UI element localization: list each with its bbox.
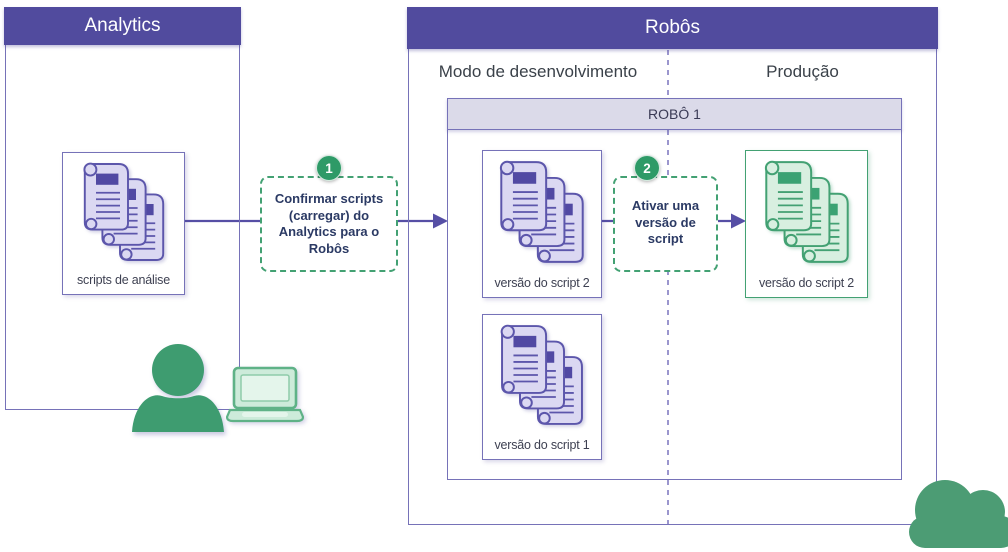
person-icon	[132, 344, 224, 432]
robos-title: Robôs	[645, 17, 700, 39]
robo1-container: ROBÔ 1	[446, 97, 903, 480]
production-column-label: Produção	[766, 62, 839, 81]
scripts-stack-icon	[83, 163, 163, 260]
robos-panel: Robôs	[407, 7, 938, 525]
dev-script-version1-label: versão do script 1	[494, 438, 590, 452]
step2-label: Ativar uma versão de script	[631, 198, 700, 246]
dev-script-version2-label: versão do script 2	[494, 276, 590, 290]
laptop-icon	[226, 366, 304, 423]
dev-script-version2-box: versão do script 2	[482, 150, 602, 298]
prod-script-version2-box: versão do script 2	[745, 150, 868, 298]
robo1-header: ROBÔ 1	[446, 97, 903, 130]
dev-mode-column-label: Modo de desenvolvimento	[438, 62, 638, 81]
analytics-panel: Analytics	[4, 7, 241, 410]
analysis-scripts-label: scripts de análise	[77, 273, 170, 287]
analytics-title: Analytics	[84, 15, 161, 37]
step2-activate-version-box: Ativar uma versão de script	[613, 176, 718, 272]
scripts-stack-green-icon	[765, 161, 848, 262]
cloud-icon	[909, 480, 1008, 548]
analytics-panel-header: Analytics	[4, 7, 241, 46]
scripts-stack-icon	[501, 325, 582, 424]
analysis-scripts-box: scripts de análise	[62, 152, 185, 295]
dev-script-version1-box: versão do script 1	[482, 314, 602, 460]
robos-panel-header: Robôs	[407, 7, 938, 50]
step1-commit-scripts-box: Confirmar scripts (carregar) do Analytic…	[260, 176, 398, 272]
robo1-title: ROBÔ 1	[648, 105, 701, 122]
scripts-stack-icon	[500, 161, 583, 262]
step2-number-badge: 2	[634, 155, 660, 181]
step1-label: Confirmar scripts (carregar) do Analytic…	[274, 191, 384, 256]
prod-script-version2-label: versão do script 2	[758, 276, 855, 290]
step1-number-badge: 1	[316, 155, 342, 181]
